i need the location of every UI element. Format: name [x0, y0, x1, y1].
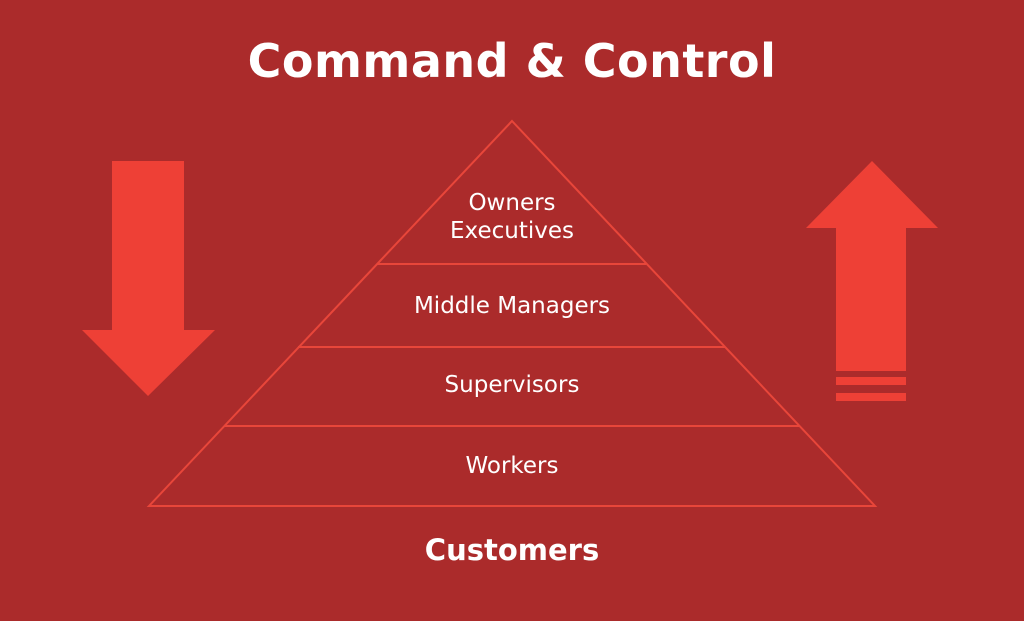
pyramid-tier-label: Middle Managers [312, 292, 712, 320]
tier-label-line: Executives [450, 218, 574, 244]
pyramid-outline [146, 119, 878, 507]
tier-label-line: Workers [465, 453, 559, 479]
pyramid-tier-label: Workers [312, 452, 712, 480]
tier-label-line: Middle Managers [413, 293, 611, 319]
pyramid-tier-label: Supervisors [312, 371, 712, 399]
tier-label-line: Owners [468, 190, 556, 216]
diagram-title: Command & Control [247, 34, 777, 88]
pyramid-tier-label: Owners Executives [312, 189, 712, 245]
arrow-down-icon [82, 161, 215, 396]
diagram-footer: Customers [424, 533, 600, 567]
tier-label-line: Supervisors [444, 372, 580, 398]
arrow-up-icon [806, 161, 938, 401]
